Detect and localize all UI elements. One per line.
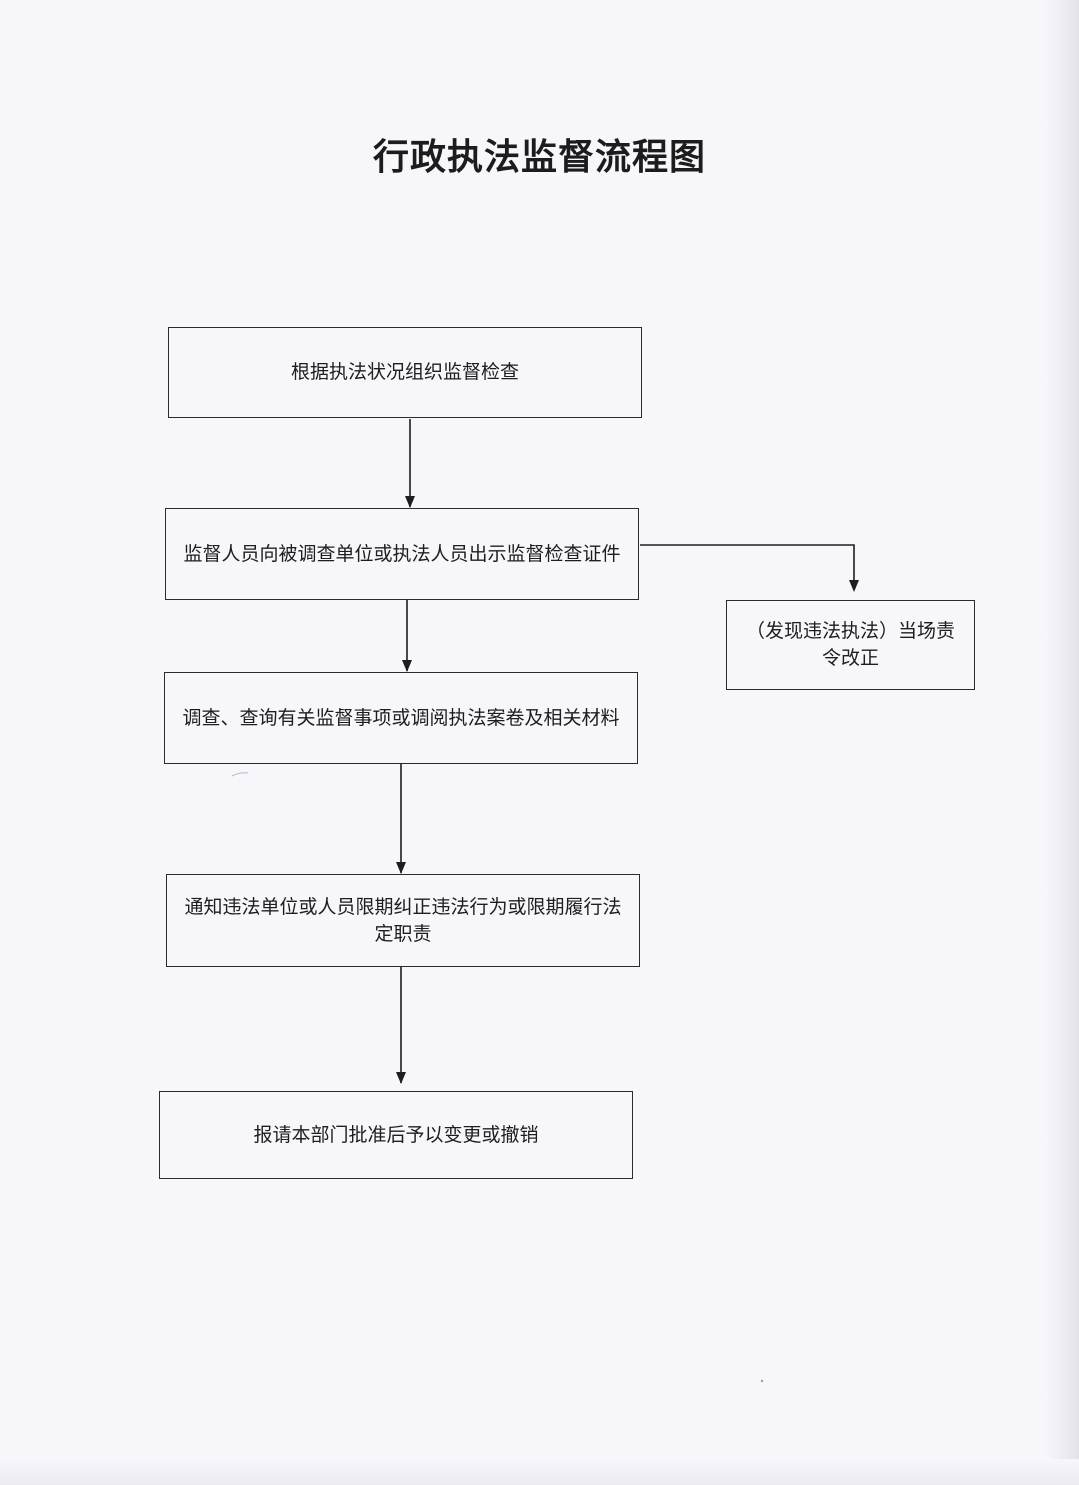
side-step-text: （发现违法执法）当场责令改正	[745, 620, 955, 669]
arrowhead-step5	[396, 1072, 406, 1084]
arrow-step2-to-side	[640, 544, 855, 590]
scan-dot	[760, 1379, 764, 1383]
step-1-box: 根据执法状况组织监督检查	[168, 327, 642, 418]
arrowhead-side	[849, 580, 859, 592]
step-4-box: 通知违法单位或人员限期纠正违法行为或限期履行法定职责	[166, 874, 640, 967]
step-5-text: 报请本部门批准后予以变更或撤销	[253, 1123, 539, 1146]
arrowhead-step4	[396, 862, 406, 874]
scan-mark	[231, 772, 249, 777]
scan-shadow-right	[1045, 0, 1079, 1485]
step-5-box: 报请本部门批准后予以变更或撤销	[159, 1091, 633, 1179]
scan-shadow-bottom	[0, 1459, 1079, 1485]
step-1-text: 根据执法状况组织监督检查	[290, 361, 519, 383]
side-step-box: （发现违法执法）当场责令改正	[726, 600, 975, 690]
arrowhead-step2	[405, 496, 415, 508]
page-title: 行政执法监督流程图	[372, 136, 706, 178]
step-3-text: 调查、查询有关监督事项或调阅执法案卷及相关材料	[182, 706, 620, 729]
step-2-text: 监督人员向被调查单位或执法人员出示监督检查证件	[183, 542, 621, 565]
step-4-text: 通知违法单位或人员限期纠正违法行为或限期履行法定职责	[184, 895, 622, 945]
step-3-box: 调查、查询有关监督事项或调阅执法案卷及相关材料	[164, 672, 638, 764]
step-2-box: 监督人员向被调查单位或执法人员出示监督检查证件	[165, 508, 639, 600]
arrowhead-step3	[402, 660, 412, 672]
